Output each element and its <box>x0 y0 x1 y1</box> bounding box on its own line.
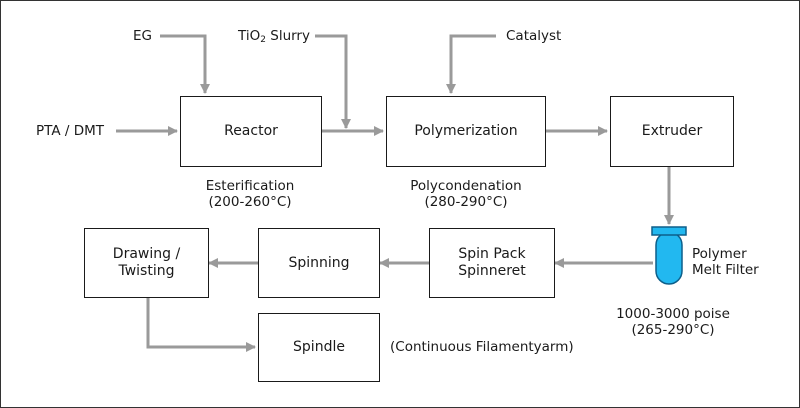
input-pta-dmt-label: PTA / DMT <box>36 123 104 139</box>
spindle-note: (Continuous Filamentyarm) <box>390 339 574 355</box>
arrow-tio2-to-line <box>315 34 351 129</box>
filter-spec-note: 1000-3000 poise (265-290°C) <box>616 306 730 338</box>
polymer-melt-filter-icon <box>651 226 687 285</box>
extruder-box: Extruder <box>610 96 734 167</box>
polymerization-box: Polymerization <box>386 96 546 167</box>
input-tio2-slurry-label: TiO2 Slurry <box>238 28 310 45</box>
esterification-note: Esterification (200-260°C) <box>205 178 295 210</box>
arrow-catalyst-to-polymerization <box>446 34 496 94</box>
spin-pack-spinneret-box: Spin Pack Spinneret <box>429 228 555 298</box>
input-catalyst-label: Catalyst <box>506 28 562 44</box>
polymer-melt-filter-label: Polymer Melt Filter <box>692 246 759 278</box>
reactor-box: Reactor <box>180 96 322 167</box>
arrow-drawing-to-spindle <box>146 298 256 352</box>
input-eg-label: EG <box>133 28 152 44</box>
spinning-box: Spinning <box>258 228 380 298</box>
polycondensation-note: Polycondenation (280-290°C) <box>410 178 522 210</box>
spindle-box: Spindle <box>258 313 380 382</box>
drawing-twisting-box: Drawing / Twisting <box>84 228 209 298</box>
arrow-eg-to-reactor <box>160 34 210 94</box>
